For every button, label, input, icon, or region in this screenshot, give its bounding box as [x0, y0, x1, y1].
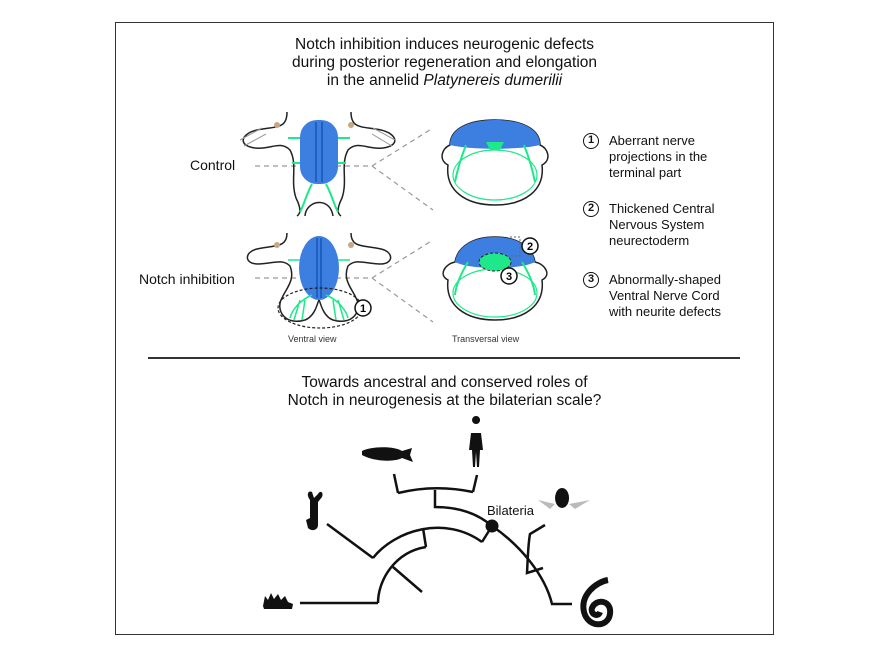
svg-text:2: 2	[527, 241, 533, 253]
figure-title: Notch inhibition induces neurogenic defe…	[115, 36, 774, 90]
title-line-2: during posterior regeneration and elonga…	[291, 54, 598, 71]
legend-item-1: 1 Aberrant nerve projections in the term…	[583, 133, 733, 181]
question-title: Towards ancestral and conserved roles of…	[115, 374, 774, 410]
legend-number: 1	[583, 133, 599, 149]
section-divider	[148, 357, 740, 359]
transversal-view-label: Transversal view	[452, 334, 520, 344]
title-prefix: in the annelid	[326, 72, 424, 89]
legend-text: Aberrant nerve projections in the termin…	[609, 133, 708, 180]
svg-text:1: 1	[360, 303, 366, 315]
notch-ventral-view: 1	[246, 232, 392, 329]
svg-text:3: 3	[506, 271, 512, 283]
phylogenetic-tree	[300, 473, 572, 606]
notch-inhibition-label: Notch inhibition	[139, 271, 235, 287]
ventral-view-label: Ventral view	[288, 334, 337, 344]
fly-icon	[555, 488, 570, 508]
annelid-icon	[580, 577, 614, 628]
title-line-1: Notch inhibition induces neurogenic defe…	[295, 36, 594, 53]
legend-number: 2	[583, 201, 599, 217]
control-ventral-view	[239, 111, 396, 217]
legend-text: Thickened Central Nervous System neurect…	[609, 201, 715, 248]
human-icon	[469, 416, 483, 467]
species-name: Platynereis dumerilii	[423, 72, 563, 89]
bilateria-node	[485, 519, 499, 533]
legend-item-2: 2 Thickened Central Nervous System neure…	[583, 201, 733, 249]
legend-text: Abnormally-shaped Ventral Nerve Cord wit…	[609, 272, 722, 319]
sponge-icon	[263, 593, 293, 609]
bilateria-label: Bilateria	[487, 503, 534, 518]
fly-wings-icon	[538, 500, 590, 509]
legend-item-3: 3 Abnormally-shaped Ventral Nerve Cord w…	[583, 272, 733, 320]
notch-transversal-view: 2 3	[442, 236, 548, 321]
cnidarian-icon	[306, 491, 323, 531]
title-line-3: in the annelid Platynereis dumerilii	[115, 72, 774, 90]
question-line-2: Notch in neurogenesis at the bilaterian …	[287, 392, 602, 409]
control-transversal-view	[441, 119, 549, 206]
section-guides	[255, 127, 434, 323]
organism-silhouettes	[263, 416, 614, 628]
zebrafish-icon	[362, 447, 413, 462]
figure-frame	[115, 22, 774, 635]
legend-number: 3	[583, 272, 599, 288]
control-label: Control	[190, 157, 236, 173]
question-line-1: Towards ancestral and conserved roles of	[301, 374, 588, 391]
